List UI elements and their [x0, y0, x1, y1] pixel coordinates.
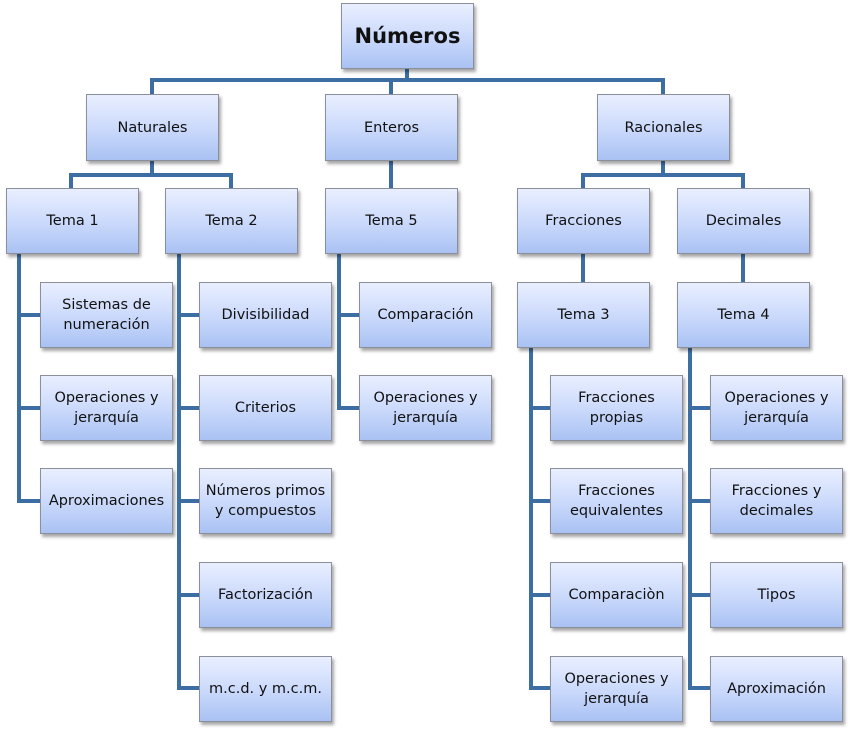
node-sistemas-de-numeracion[interactable]: Sistemas de numeración — [40, 282, 173, 348]
node-factorizacion[interactable]: Factorización — [199, 562, 332, 628]
node-aproximacion[interactable]: Aproximación — [710, 656, 843, 722]
node-t5-operaciones-y-jerarquia[interactable]: Operaciones y jerarquía — [359, 375, 492, 441]
node-fracciones-y-decimales[interactable]: Fracciones y decimales — [710, 468, 843, 534]
node-tema-5[interactable]: Tema 5 — [325, 188, 458, 254]
node-tipos[interactable]: Tipos — [710, 562, 843, 628]
connector-tema4 — [688, 348, 710, 690]
node-t3-operaciones-y-jerarquia[interactable]: Operaciones y jerarquía — [550, 656, 683, 722]
node-tema-2[interactable]: Tema 2 — [165, 188, 298, 254]
node-fracciones-propias[interactable]: Fracciones propias — [550, 375, 683, 441]
node-naturales[interactable]: Naturales — [86, 94, 219, 161]
node-enteros[interactable]: Enteros — [325, 94, 458, 161]
node-tema-4[interactable]: Tema 4 — [677, 282, 810, 348]
connector-tema2 — [177, 254, 199, 690]
node-tema-3[interactable]: Tema 3 — [517, 282, 650, 348]
node-racionales[interactable]: Racionales — [597, 94, 730, 161]
connector-tema5 — [337, 254, 359, 410]
node-aproximaciones[interactable]: Aproximaciones — [40, 468, 173, 534]
node-t5-comparacion[interactable]: Comparación — [359, 282, 492, 348]
node-fracciones-equivalentes[interactable]: Fracciones equivalentes — [550, 468, 683, 534]
node-numeros[interactable]: Números — [341, 3, 474, 69]
node-t1-operaciones-y-jerarquia[interactable]: Operaciones y jerarquía — [40, 375, 173, 441]
node-tema-1[interactable]: Tema 1 — [6, 188, 139, 254]
node-fracciones[interactable]: Fracciones — [517, 188, 650, 254]
node-mcd-mcm[interactable]: m.c.d. y m.c.m. — [199, 656, 332, 722]
node-divisibilidad[interactable]: Divisibilidad — [199, 282, 332, 348]
connector-naturales — [69, 161, 233, 188]
node-numeros-primos[interactable]: Números primos y compuestos — [199, 468, 332, 534]
connector-racionales — [581, 161, 745, 188]
node-t4-operaciones-y-jerarquia[interactable]: Operaciones y jerarquía — [710, 375, 843, 441]
node-criterios[interactable]: Criterios — [199, 375, 332, 441]
connector-tema3 — [529, 348, 550, 690]
node-decimales[interactable]: Decimales — [677, 188, 810, 254]
node-t3-comparacion[interactable]: Comparaciòn — [550, 562, 683, 628]
connector-tema1 — [17, 254, 40, 503]
connector-root — [150, 68, 665, 94]
